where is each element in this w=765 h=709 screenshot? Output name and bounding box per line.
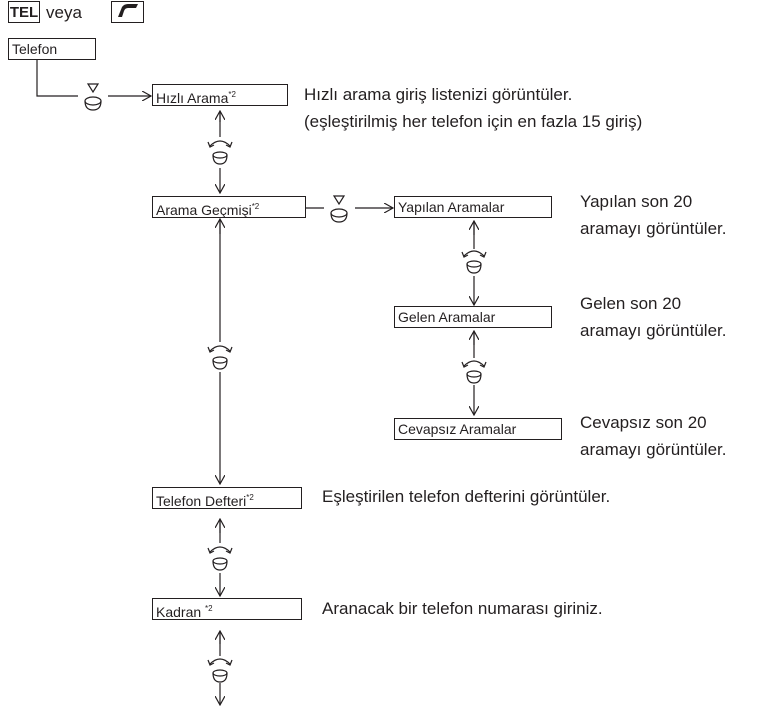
yapilan-aramalar-label: Yapılan Aramalar <box>398 199 505 215</box>
footnote-mark: *2 <box>205 604 213 613</box>
knob-rotate-icon <box>207 546 233 571</box>
knob-rotate-icon <box>207 140 233 165</box>
knob-press-icon <box>330 195 348 223</box>
yapilan-aramalar-box: Yapılan Aramalar <box>394 196 552 218</box>
cevapsiz-aramalar-box: Cevapsız Aramalar <box>394 418 562 440</box>
kadran-desc: Aranacak bir telefon numarası giriniz. <box>322 599 603 618</box>
telefon-defteri-desc: Eşleştirilen telefon defterini görüntüle… <box>322 487 611 506</box>
cevapsiz-desc-line-1: Cevapsız son 20 <box>580 413 707 432</box>
kadran-box: Kadran *2 <box>152 598 302 620</box>
yapilan-desc-line-2: aramayı görüntüler. <box>580 219 727 238</box>
gelen-aramalar-box: Gelen Aramalar <box>394 306 552 328</box>
footnote-mark: *2 <box>228 90 236 99</box>
hizli-arama-desc-line-2: (eşleştirilmiş her telefon için en fazla… <box>304 112 643 131</box>
phone-button <box>111 1 144 23</box>
knob-rotate-icon <box>461 360 487 384</box>
phone-handset-icon <box>118 4 138 17</box>
tel-button: TEL <box>8 1 40 23</box>
arama-gecmisi-box: Arama Geçmişi*2 <box>152 196 306 218</box>
telefon-defteri-box: Telefon Defteri*2 <box>152 487 302 509</box>
kadran-label: Kadran <box>156 604 206 620</box>
cevapsiz-aramalar-label: Cevapsız Aramalar <box>398 421 517 437</box>
gelen-desc-line-2: aramayı görüntüler. <box>580 321 727 340</box>
telefon-root-box: Telefon <box>8 38 96 60</box>
or-text: veya <box>46 3 82 22</box>
gelen-aramalar-label: Gelen Aramalar <box>398 309 496 325</box>
hizli-arama-label: Hızlı Arama <box>156 90 229 106</box>
gelen-desc-line-1: Gelen son 20 <box>580 294 682 313</box>
knob-press-icon <box>84 83 102 111</box>
hizli-arama-desc-line-1: Hızlı arama giriş listenizi görüntüler. <box>304 85 573 104</box>
hizli-arama-box: Hızlı Arama*2 <box>152 84 288 106</box>
footnote-mark: *2 <box>246 493 254 502</box>
telefon-defteri-label: Telefon Defteri <box>156 493 247 509</box>
knob-rotate-icon <box>207 658 233 683</box>
cevapsiz-desc-line-2: aramayı görüntüler. <box>580 440 727 459</box>
telefon-root-label: Telefon <box>12 41 58 57</box>
yapilan-desc-line-1: Yapılan son 20 <box>580 192 693 211</box>
knob-rotate-icon <box>207 345 233 370</box>
knob-rotate-icon <box>461 250 487 274</box>
arama-gecmisi-label: Arama Geçmişi <box>156 202 252 218</box>
footnote-mark: *2 <box>251 202 260 211</box>
